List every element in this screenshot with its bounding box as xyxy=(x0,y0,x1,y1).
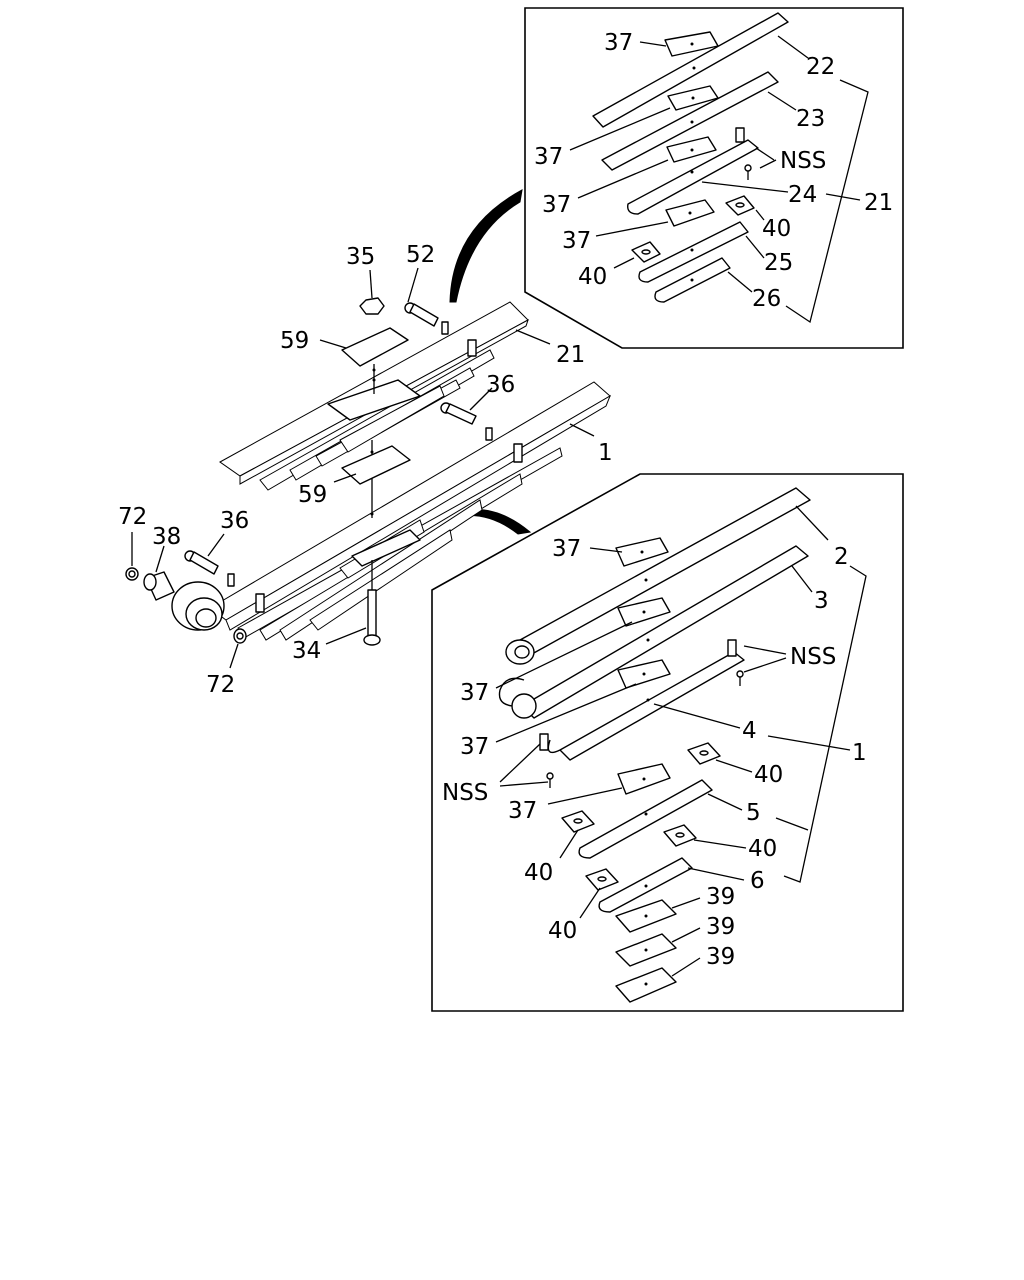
callout-72-a: 72 xyxy=(118,504,147,530)
leaders-upper xyxy=(569,35,869,324)
callout-40-a: 40 xyxy=(762,216,791,242)
callout-2: 2 xyxy=(834,544,849,570)
callout-21-b: 21 xyxy=(556,342,585,368)
callout-26: 26 xyxy=(752,286,781,312)
shim-39-a xyxy=(615,899,677,933)
callout-nss-b: NSS xyxy=(790,644,836,670)
callout-39-a: 39 xyxy=(706,884,735,910)
callout-37-f: 37 xyxy=(460,680,489,706)
callout-4: 4 xyxy=(742,718,757,744)
callout-37-g: 37 xyxy=(460,734,489,760)
callout-37-a: 37 xyxy=(604,30,633,56)
leaf-25 xyxy=(638,221,749,283)
callout-37-d: 37 xyxy=(562,228,591,254)
inset-box-upper xyxy=(524,7,904,349)
callout-59-a: 59 xyxy=(280,328,309,354)
leaf-23 xyxy=(601,71,779,171)
callout-6: 6 xyxy=(750,868,765,894)
callout-40-d: 40 xyxy=(748,836,777,862)
callout-59-b: 59 xyxy=(298,482,327,508)
leaf-4 xyxy=(539,639,745,788)
callout-40-c: 40 xyxy=(754,762,783,788)
callout-40-b: 40 xyxy=(578,264,607,290)
leaders-lower xyxy=(495,505,867,977)
callout-72-b: 72 xyxy=(206,672,235,698)
pad-40-upper-right xyxy=(725,195,755,216)
arrow-upper xyxy=(449,189,523,303)
callout-36-a: 36 xyxy=(486,372,515,398)
callout-35: 35 xyxy=(346,244,375,270)
pad-40-lower-c xyxy=(663,824,697,847)
callout-37-h: 37 xyxy=(508,798,537,824)
leaf-2 xyxy=(505,487,811,665)
inset-box-lower xyxy=(431,473,904,1012)
callout-1-b: 1 xyxy=(852,740,867,766)
callout-nss-c: NSS xyxy=(442,780,488,806)
callout-39-c: 39 xyxy=(706,944,735,970)
pad-40-lower-d xyxy=(585,868,619,891)
callout-22: 22 xyxy=(806,54,835,80)
callout-38: 38 xyxy=(152,524,181,550)
leaf-22 xyxy=(592,12,789,128)
callout-52: 52 xyxy=(406,242,435,268)
shim-39-b xyxy=(615,933,677,967)
callout-39-b: 39 xyxy=(706,914,735,940)
pad-40-lower-a xyxy=(687,742,721,765)
callout-24: 24 xyxy=(788,182,817,208)
callout-37-c: 37 xyxy=(542,192,571,218)
callout-40-e: 40 xyxy=(524,860,553,886)
leaf-24 xyxy=(627,127,759,215)
callout-1-a: 1 xyxy=(598,440,613,466)
callout-34: 34 xyxy=(292,638,321,664)
leaders-main xyxy=(131,267,595,669)
callout-25: 25 xyxy=(764,250,793,276)
leaf-26 xyxy=(654,257,731,303)
pad-40-upper-left xyxy=(631,241,661,263)
callout-37-b: 37 xyxy=(534,144,563,170)
callout-5: 5 xyxy=(746,800,761,826)
callout-23: 23 xyxy=(796,106,825,132)
callout-3: 3 xyxy=(814,588,829,614)
shim-39-c xyxy=(615,967,677,1003)
callout-40-f: 40 xyxy=(548,918,577,944)
callout-21-a: 21 xyxy=(864,190,893,216)
main-spring-assembly xyxy=(125,381,612,646)
callout-nss-a: NSS xyxy=(780,148,826,174)
helper-spring-assembly xyxy=(219,297,529,491)
leaf-3 xyxy=(498,545,809,719)
callout-36-b: 36 xyxy=(220,508,249,534)
pad-40-lower-b xyxy=(561,810,595,833)
callout-37-e: 37 xyxy=(552,536,581,562)
leaf-6 xyxy=(598,857,693,913)
leaf-5 xyxy=(578,779,713,859)
